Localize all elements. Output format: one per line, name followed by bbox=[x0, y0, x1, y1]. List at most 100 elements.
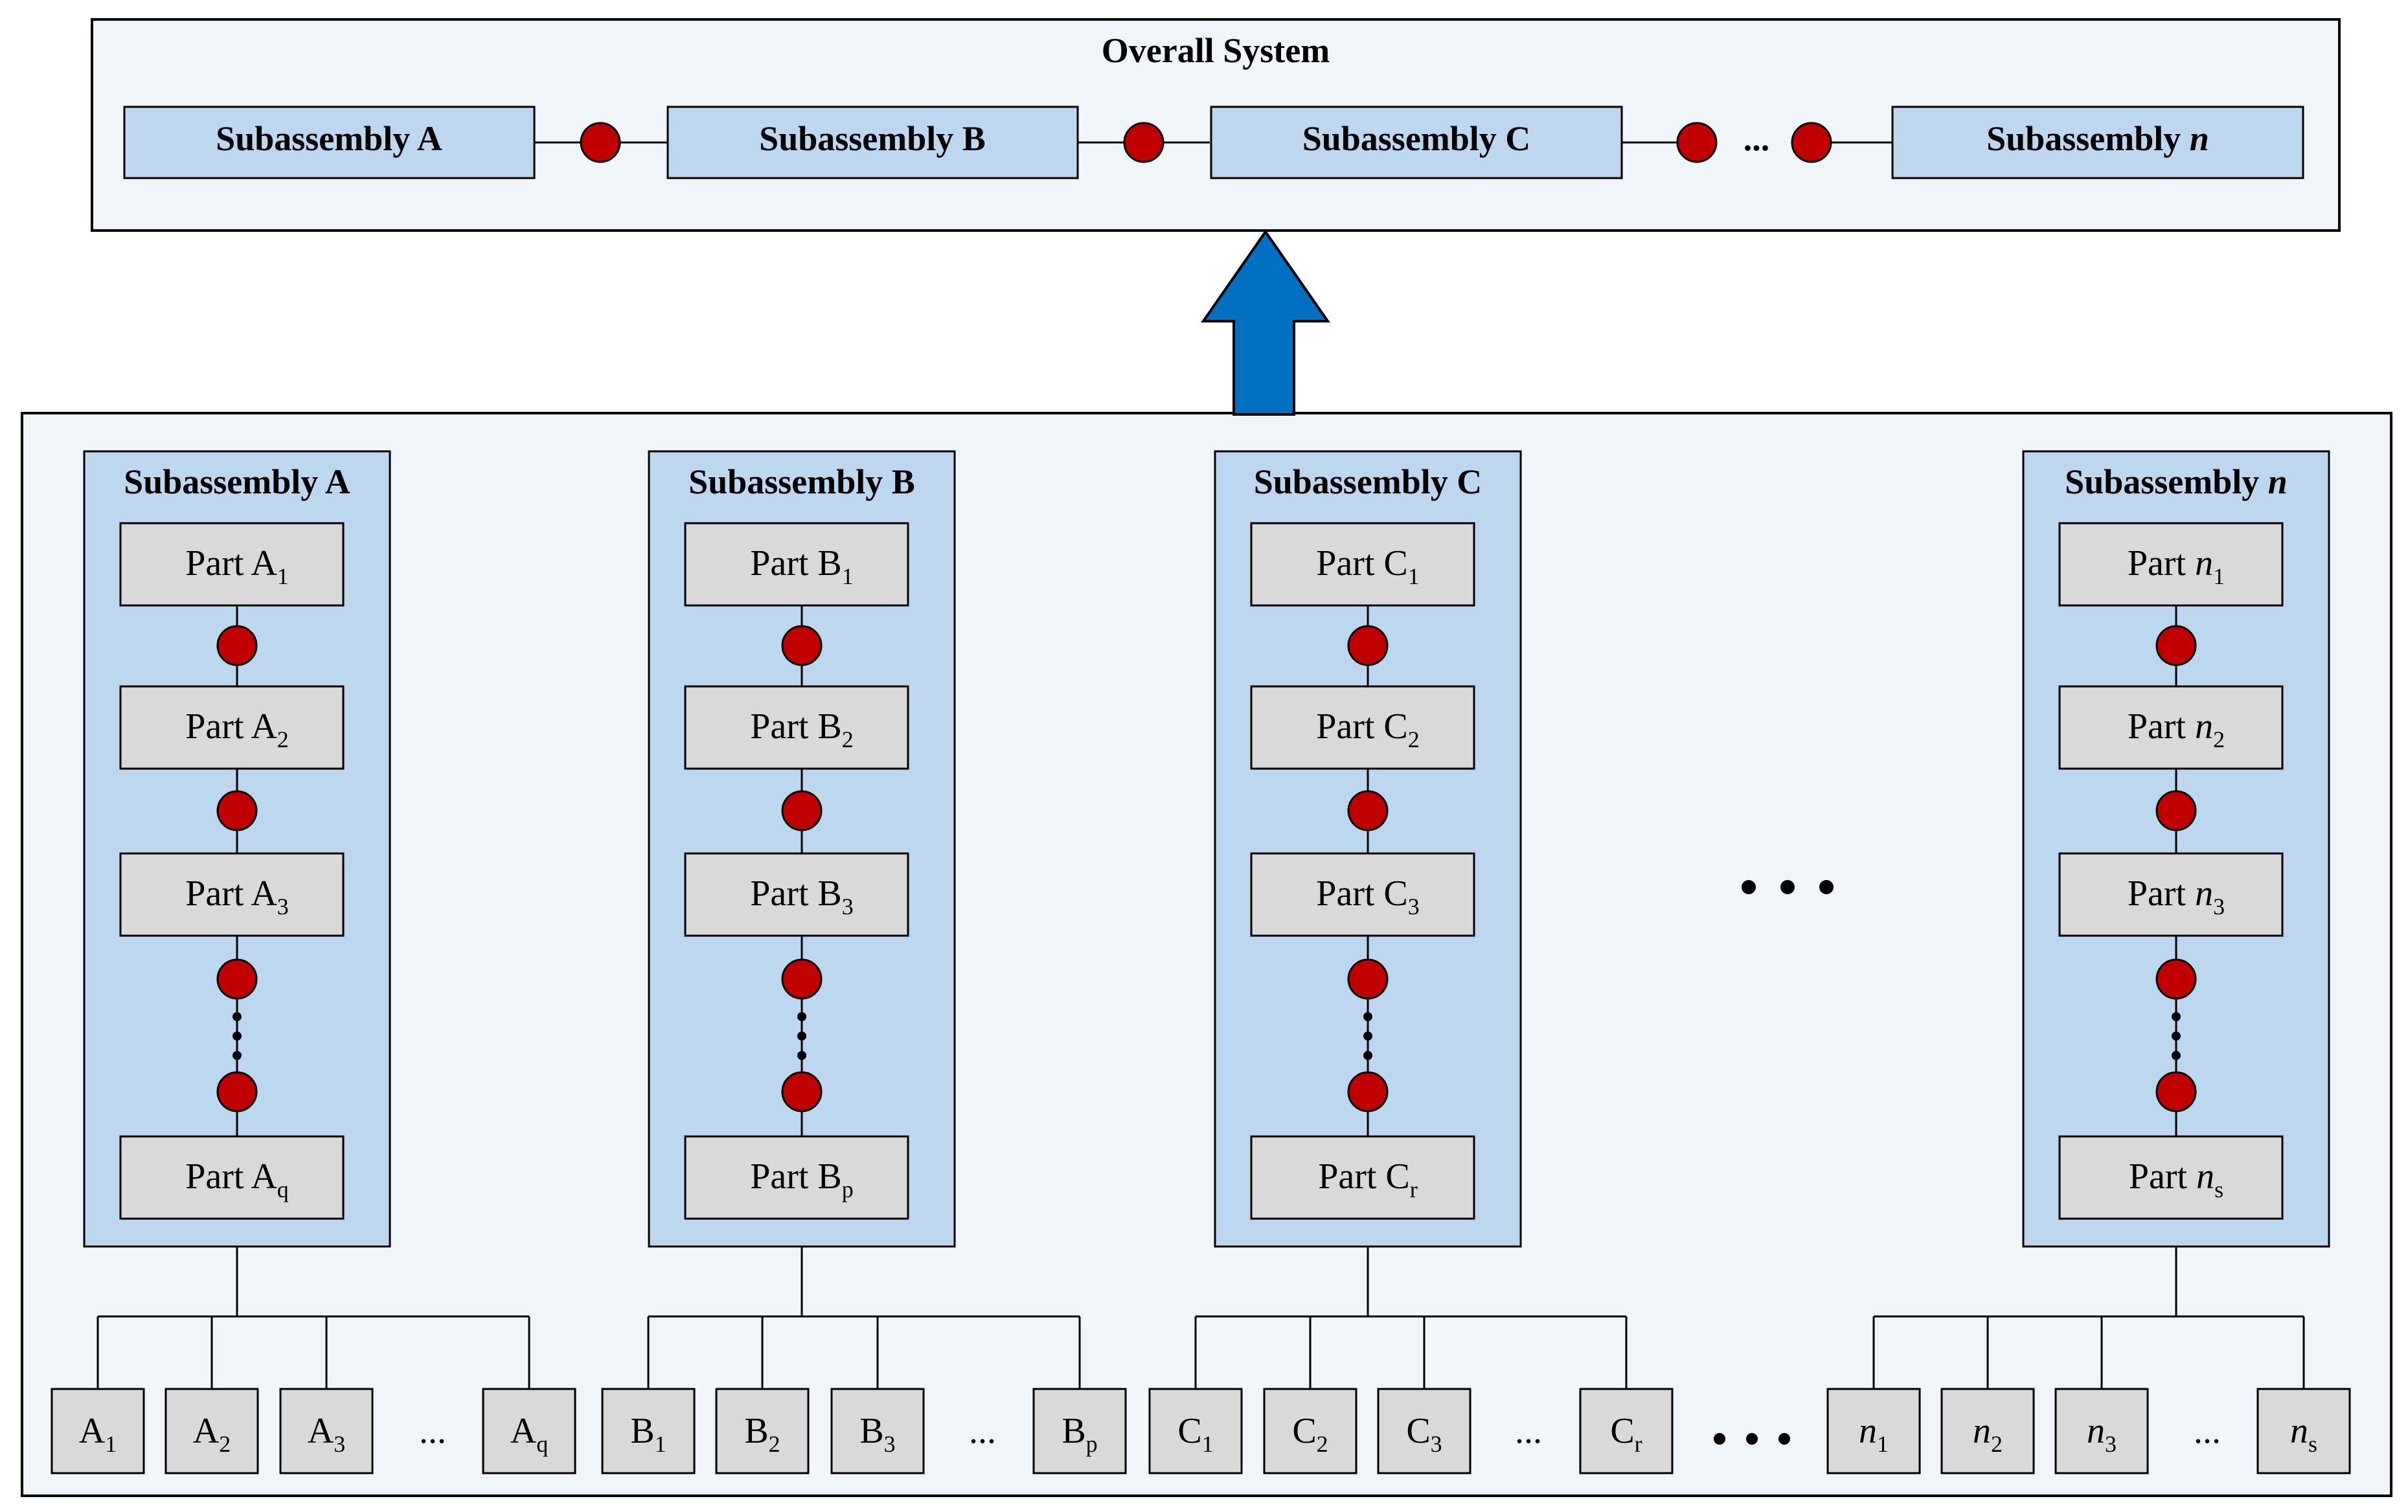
ellipsis-dot bbox=[1778, 1433, 1790, 1445]
leaf-part-label: Bp bbox=[1062, 1411, 1097, 1457]
ellipsis-dot bbox=[233, 1051, 242, 1060]
subassembly-title: Subassembly C bbox=[1254, 462, 1482, 501]
leaf-part-box bbox=[715, 1388, 810, 1474]
part-box bbox=[1250, 522, 1475, 607]
joint-icon bbox=[781, 790, 823, 831]
top-ellipsis: ... bbox=[1744, 119, 1770, 158]
ellipsis-dot bbox=[1363, 1032, 1372, 1041]
ellipsis-dot bbox=[2172, 1032, 2181, 1041]
leaf-part-box bbox=[2054, 1388, 2149, 1474]
leaf-part-box bbox=[165, 1388, 259, 1474]
joint-icon bbox=[781, 1071, 823, 1112]
joint-icon bbox=[1791, 122, 1832, 163]
ellipsis-dot bbox=[1363, 1051, 1372, 1060]
top-subassembly-c: Subassembly C bbox=[1210, 106, 1623, 179]
part-label: Part C2 bbox=[1316, 706, 1420, 752]
top-subassembly-n-italic: n bbox=[2190, 119, 2209, 158]
part-box bbox=[119, 1135, 345, 1220]
part-label: Part C1 bbox=[1316, 543, 1420, 589]
svg-text:Subassembly B: Subassembly B bbox=[759, 119, 986, 158]
svg-text:Subassembly n: Subassembly n bbox=[1986, 119, 2209, 158]
svg-text:Subassembly C: Subassembly C bbox=[1302, 119, 1531, 158]
part-box bbox=[684, 522, 909, 607]
part-box bbox=[684, 685, 909, 770]
leaf-part-box bbox=[2256, 1388, 2351, 1474]
leaf-part-box bbox=[1377, 1388, 1471, 1474]
part-label: Part Cr bbox=[1318, 1157, 1418, 1202]
leaf-part-box bbox=[830, 1388, 925, 1474]
part-box bbox=[2058, 852, 2284, 937]
part-box bbox=[1250, 852, 1475, 937]
part-label: Part n1 bbox=[2128, 543, 2225, 589]
part-label: Part B2 bbox=[750, 706, 854, 752]
part-box bbox=[2058, 1135, 2284, 1220]
joint-icon bbox=[1676, 122, 1718, 163]
ellipsis-dot bbox=[797, 1012, 806, 1021]
joint-icon bbox=[216, 1071, 258, 1112]
joint-icon bbox=[781, 958, 823, 1000]
joint-icon bbox=[216, 625, 258, 666]
joint-icon bbox=[2155, 958, 2197, 1000]
leaf-part-label: A1 bbox=[79, 1411, 117, 1457]
up-arrow-icon bbox=[1201, 229, 1330, 416]
top-subassembly-b-label: Subassembly B bbox=[759, 119, 986, 158]
top-subassembly-a-label: Subassembly A bbox=[216, 119, 442, 158]
part-box bbox=[119, 522, 345, 607]
leaf-part-label: C3 bbox=[1406, 1411, 1442, 1457]
part-label: Part ns bbox=[2129, 1157, 2223, 1202]
ellipsis-dot bbox=[1714, 1433, 1725, 1445]
leaf-part-label: Aq bbox=[510, 1411, 548, 1457]
ellipsis-dot bbox=[1819, 880, 1834, 894]
leaf-ellipsis: ... bbox=[2194, 1411, 2221, 1451]
leaf-part-label: C1 bbox=[1177, 1411, 1213, 1457]
leaf-part-label: B3 bbox=[859, 1411, 895, 1457]
leaf-part-box bbox=[1032, 1388, 1127, 1474]
part-box bbox=[2058, 685, 2284, 770]
leaf-part-box bbox=[1579, 1388, 1674, 1474]
leaf-part-box bbox=[482, 1388, 576, 1474]
part-label: Part B3 bbox=[750, 874, 854, 920]
leaf-ellipsis: ... bbox=[969, 1411, 996, 1451]
leaf-part-label: Cr bbox=[1610, 1411, 1642, 1457]
part-box bbox=[119, 852, 345, 937]
top-subassembly-b: Subassembly B bbox=[666, 106, 1079, 179]
joint-icon bbox=[2155, 1071, 2197, 1112]
ellipsis-dot bbox=[233, 1032, 242, 1041]
part-label: Part A2 bbox=[185, 706, 289, 752]
part-label: Part B1 bbox=[750, 543, 854, 589]
subassembly-title: Subassembly B bbox=[688, 462, 915, 501]
leaf-part-box bbox=[1940, 1388, 2035, 1474]
joint-icon bbox=[216, 958, 258, 1000]
part-label: Part A3 bbox=[185, 874, 289, 920]
ellipsis-dot bbox=[1742, 880, 1756, 894]
overall-system-title: Overall System bbox=[1102, 31, 1330, 70]
part-label: Part A1 bbox=[185, 543, 289, 589]
joint-icon bbox=[781, 625, 823, 666]
top-subassembly-c-label: Subassembly C bbox=[1302, 119, 1531, 158]
ellipsis-dot bbox=[797, 1051, 806, 1060]
joint-icon bbox=[1347, 790, 1389, 831]
leaf-part-box bbox=[1148, 1388, 1243, 1474]
ellipsis-dot bbox=[1780, 880, 1795, 894]
leaf-part-label: A3 bbox=[308, 1411, 345, 1457]
part-box bbox=[1250, 1135, 1475, 1220]
joint-icon bbox=[1347, 958, 1389, 1000]
leaf-part-box bbox=[51, 1388, 145, 1474]
joint-icon bbox=[1347, 625, 1389, 666]
leaf-part-label: ns bbox=[2290, 1411, 2317, 1457]
leaf-part-label: B1 bbox=[630, 1411, 666, 1457]
ellipsis-dot bbox=[2172, 1012, 2181, 1021]
ellipsis-dot bbox=[2172, 1051, 2181, 1060]
leaf-part-label: A2 bbox=[193, 1411, 231, 1457]
joint-icon bbox=[2155, 625, 2197, 666]
top-subassembly-n-label: Subassembly bbox=[1986, 119, 2190, 158]
svg-text:Subassembly A: Subassembly A bbox=[216, 119, 442, 158]
part-label: Part n3 bbox=[2128, 874, 2225, 920]
joint-icon bbox=[216, 790, 258, 831]
part-box bbox=[684, 852, 909, 937]
